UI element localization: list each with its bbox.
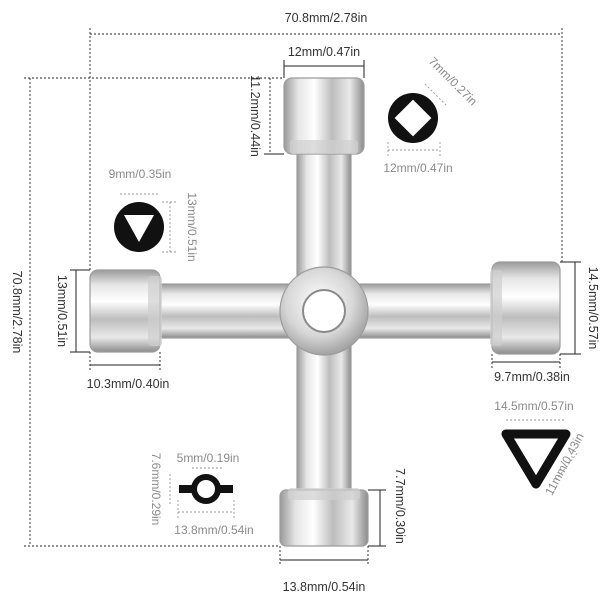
round-height-label: 7.6mm/0.29in [149, 453, 163, 526]
top-height-label: 11.2mm/0.44in [248, 75, 262, 157]
left-head-collar [148, 276, 162, 346]
right-triangle-width-label: 14.5mm/0.57in [494, 399, 573, 413]
square-inner-line [424, 83, 447, 106]
right-head-collar [490, 270, 502, 346]
bottom-height-label: 7.7mm/0.30in [393, 468, 407, 544]
round-width-label: 13.8mm/0.54in [174, 523, 253, 537]
top-width-label: 12mm/0.47in [288, 45, 360, 59]
top-head-collar [290, 140, 358, 154]
round-profile-icon [179, 474, 233, 504]
right-width-label: 9.7mm/0.38in [494, 370, 570, 384]
triangle-outline-icon [501, 429, 571, 489]
cross-key [89, 77, 561, 547]
overall-width-label: 70.8mm/2.78in [285, 11, 368, 25]
square-outer-label: 12mm/0.47in [383, 161, 452, 175]
triangle-top-width-label: 9mm/0.35in [109, 167, 172, 181]
right-head [491, 261, 561, 355]
right-height-label: 14.5mm/0.57in [586, 267, 600, 350]
round-inner-label: 5mm/0.19in [177, 451, 240, 465]
overall-height-label: 70.8mm/2.78in [10, 271, 24, 354]
right-triangle-height-line [555, 451, 579, 481]
square-inner-label: 7mm/0.27in [426, 54, 480, 108]
left-width-label: 10.3mm/0.40in [87, 377, 170, 391]
square-profile-icon [388, 93, 438, 143]
left-height-label: 13mm/0.51in [55, 275, 69, 347]
hub-hole [302, 289, 346, 333]
triangle-top-height-label: 13mm/0.51in [185, 192, 199, 261]
bottom-width-label: 13.8mm/0.54in [283, 580, 366, 594]
bottom-head-collar [288, 488, 360, 500]
triangle-profile-icon [114, 202, 164, 252]
